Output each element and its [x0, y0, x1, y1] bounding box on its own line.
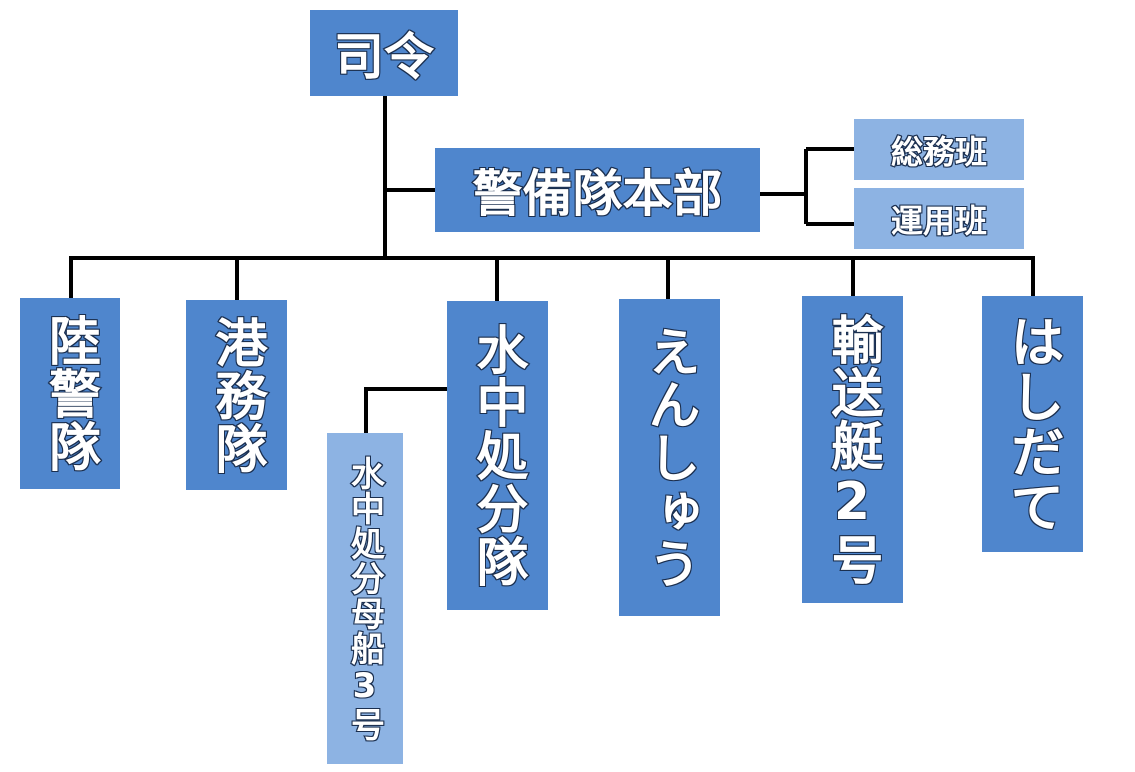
- transport-boat-label: 輸送艇2号: [821, 312, 883, 587]
- enshu-box: えんしゅう: [619, 299, 720, 616]
- land-guard-box: 陸警隊: [20, 298, 120, 489]
- guard-hq-label: 警備隊本部: [472, 164, 724, 224]
- hashidate-label: はしだて: [1000, 313, 1065, 535]
- land-guard-label: 陸警隊: [39, 313, 101, 474]
- eod-mothership-label: 水中処分母船3号: [344, 455, 386, 743]
- general-affairs-label: 総務班: [890, 132, 988, 172]
- port-affairs-label: 港務隊: [205, 315, 267, 476]
- eod-mothership-box: 水中処分母船3号: [327, 433, 403, 764]
- general-affairs-box: 総務班: [854, 119, 1024, 180]
- operations-box: 運用班: [854, 188, 1024, 249]
- port-affairs-box: 港務隊: [186, 300, 287, 490]
- enshu-label: えんしゅう: [638, 324, 700, 591]
- commander-label: 司令: [333, 27, 435, 87]
- transport-boat-box: 輸送艇2号: [802, 296, 903, 603]
- commander-box: 司令: [310, 10, 458, 96]
- eod-unit-label: 水中処分隊: [466, 322, 528, 589]
- operations-label: 運用班: [890, 201, 988, 241]
- eod-unit-box: 水中処分隊: [447, 301, 548, 610]
- guard-hq-box: 警備隊本部: [435, 148, 760, 232]
- hashidate-box: はしだて: [982, 296, 1083, 552]
